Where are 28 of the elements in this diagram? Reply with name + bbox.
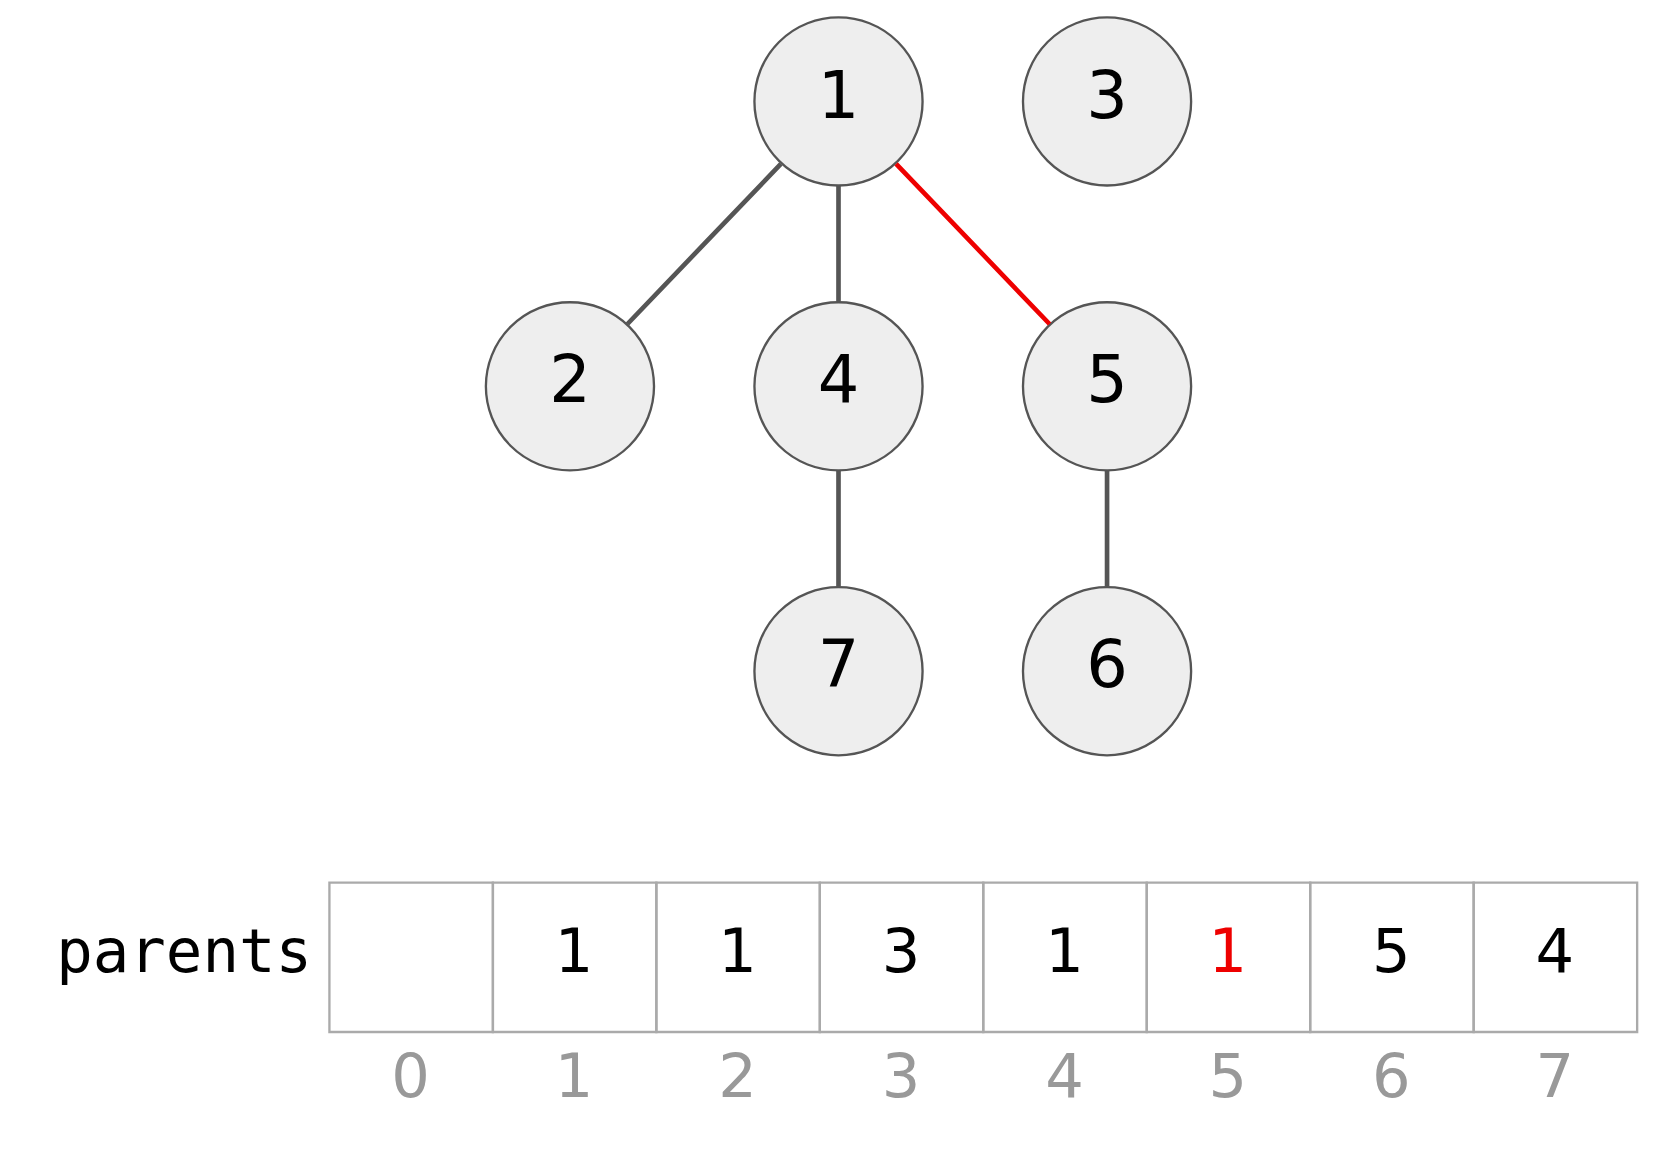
node-circle: 3: [1021, 16, 1192, 187]
label: 5: [1208, 1040, 1247, 1111]
label: 5: [1371, 916, 1411, 987]
label: 7: [1535, 1040, 1574, 1111]
label: 4: [1535, 916, 1574, 987]
connector: [835, 185, 841, 302]
connector: [1104, 470, 1109, 587]
label: 3: [881, 1040, 920, 1111]
connector: [835, 470, 841, 587]
node-circle: 1: [752, 16, 924, 187]
label: 0: [390, 1040, 430, 1111]
label: 4: [1044, 1040, 1084, 1111]
connector: [893, 162, 1051, 326]
label: 6: [1371, 1040, 1411, 1111]
node-circle: 6: [1021, 586, 1192, 757]
label: 1: [554, 1040, 593, 1111]
label: 3: [881, 916, 920, 987]
label: 1: [1208, 916, 1247, 987]
connector: [625, 162, 783, 326]
node-circle: 5: [1021, 301, 1192, 472]
label: parents: [55, 916, 312, 987]
label: 1: [1044, 916, 1084, 987]
node-circle: 4: [752, 301, 924, 472]
node-circle: 2: [484, 301, 655, 472]
label: 1: [554, 916, 593, 987]
node-circle: 7: [752, 586, 924, 757]
label: 2: [717, 1040, 757, 1111]
label: 1: [717, 916, 757, 987]
